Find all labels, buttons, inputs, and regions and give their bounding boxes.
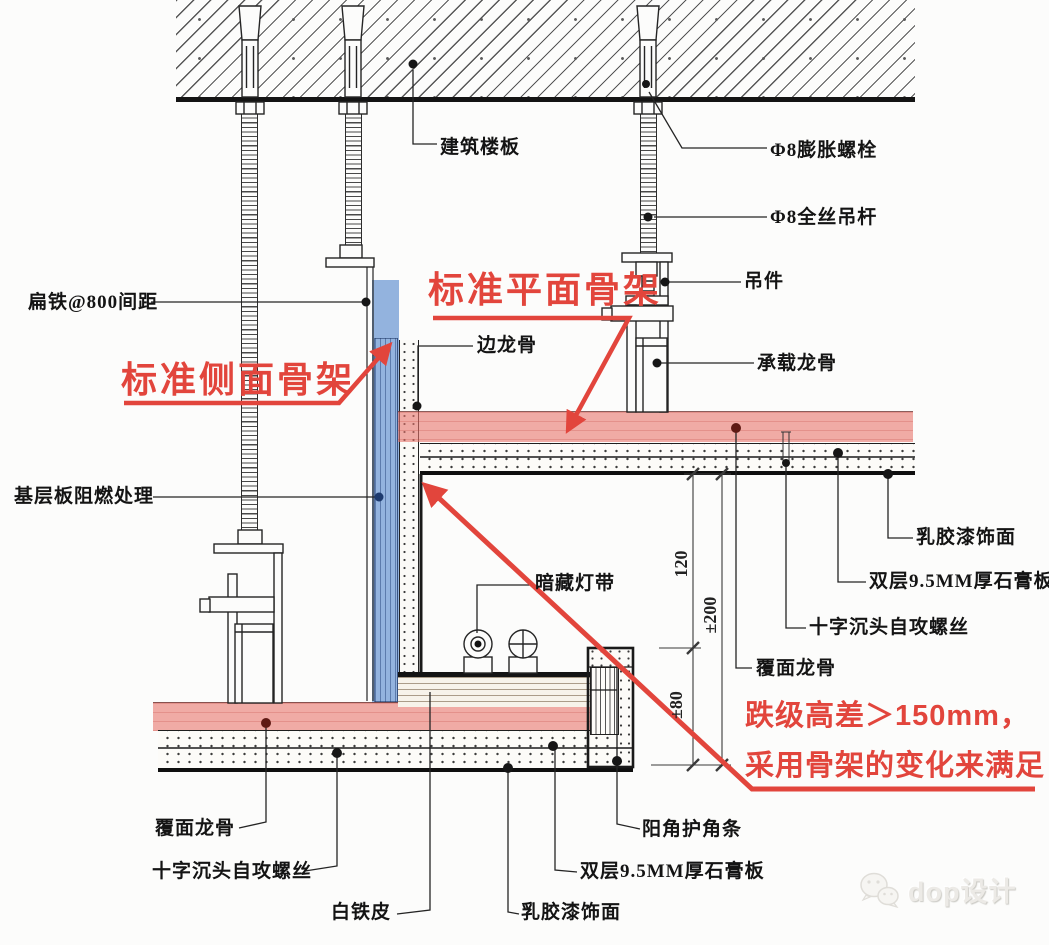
- leader-dots: [261, 59, 893, 773]
- lower-gypsum-boards: [158, 730, 633, 772]
- hanger-rod-left: [241, 113, 258, 530]
- watermark: dop设计: [858, 870, 1016, 909]
- dimension-200: ±200: [700, 596, 720, 634]
- concrete-slab: [176, 0, 915, 102]
- light-trough-floor: [398, 672, 590, 707]
- step-edge-side-board: [617, 667, 633, 767]
- flat-iron-bracket-shape: [325, 244, 375, 701]
- upper-gypsum-boards: [420, 443, 915, 475]
- label-hidden-light-strip: 暗藏灯带: [535, 573, 616, 594]
- label-hanger: 吊件: [744, 271, 785, 292]
- hanger-rod-middle: [345, 113, 362, 245]
- label-edge-keel: 边龙骨: [477, 335, 538, 356]
- note-side-frame: 标准侧面骨架: [121, 359, 356, 400]
- label-latex-paint-bottom: 乳胶漆饰面: [521, 902, 622, 923]
- hanger-and-load-keel-left: [199, 529, 284, 704]
- plane-frame-arrow: [433, 315, 633, 434]
- label-gypsum-double-right: 双层9.5MM厚石膏板: [869, 571, 1049, 592]
- label-load-keel: 承载龙骨: [757, 353, 838, 374]
- note-plane-frame: 标准平面骨架: [428, 269, 663, 310]
- plane-frame-highlight: [398, 411, 913, 442]
- label-expansion-bolt: Φ8膨胀螺栓: [770, 140, 878, 161]
- step-edge-blocking: [590, 667, 619, 735]
- side-frame-arrow: [124, 341, 393, 406]
- label-screws-bottom: 十字沉头自攻螺丝: [152, 861, 313, 882]
- note-drop-line1: 跌级高差＞150mm，: [745, 700, 1030, 732]
- cove-light-fixtures: [463, 629, 538, 674]
- label-threaded-rod: Φ8全丝吊杆: [770, 207, 878, 228]
- red-annotation-arrows: [124, 315, 1035, 792]
- note-drop-line2: 采用骨架的变化来满足: [745, 750, 1046, 782]
- side-frame-stud: [374, 338, 398, 702]
- watermark-text: dop设计: [908, 877, 1017, 907]
- leader-lines: [151, 70, 913, 915]
- label-base-board-fireproof: 基层板阻燃处理: [14, 486, 155, 507]
- label-facing-keel-bottom: 覆面龙骨: [155, 818, 236, 839]
- wechat-icon: [860, 872, 899, 908]
- expansion-bolt-shapes: [235, 5, 663, 115]
- label-flat-iron: 扁铁@800间距: [28, 292, 159, 313]
- label-building-slab: 建筑楼板: [440, 137, 521, 158]
- dimension-120: 120: [671, 550, 691, 578]
- label-white-iron-sheet: 白铁皮: [331, 902, 392, 923]
- dimension-lines: [651, 467, 731, 772]
- label-gypsum-double-bottom: 双层9.5MM厚石膏板: [580, 861, 765, 882]
- hanger-and-load-keel-right: [601, 252, 674, 413]
- label-corner-bead: 阳角护角条: [642, 819, 743, 840]
- label-facing-keel-right: 覆面龙骨: [756, 658, 837, 679]
- drop-note-arrow: [421, 481, 1035, 792]
- label-latex-paint-right: 乳胶漆饰面: [916, 527, 1017, 548]
- dimension-80: ±80: [666, 691, 686, 719]
- label-screws-right: 十字沉头自攻螺丝: [809, 617, 970, 638]
